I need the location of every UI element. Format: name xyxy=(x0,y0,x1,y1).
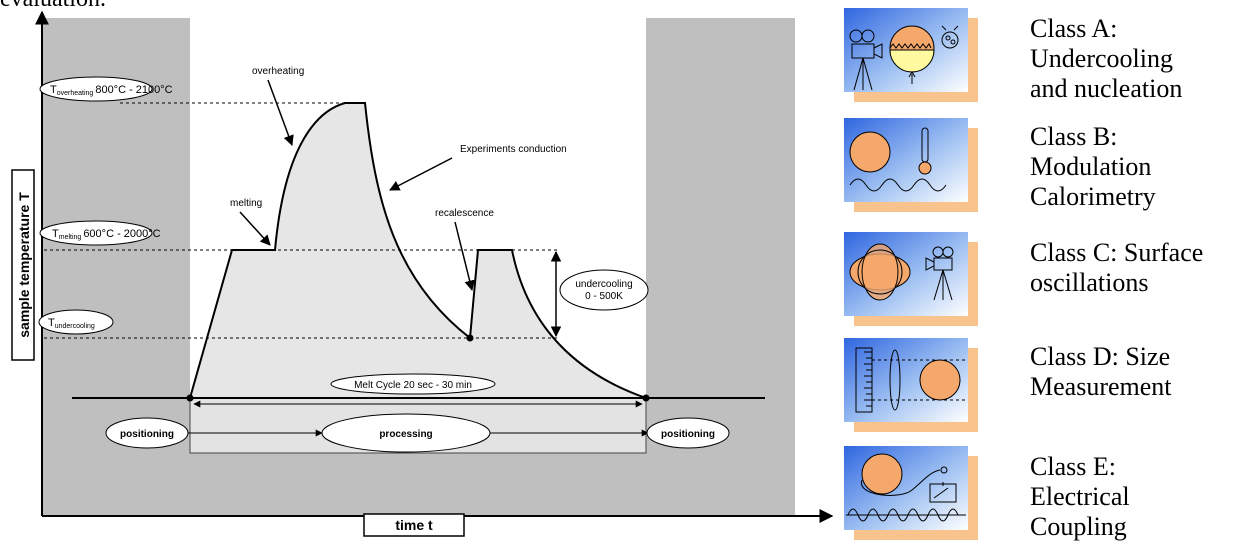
camera-sample-icon xyxy=(849,25,959,91)
class-a-panel xyxy=(844,8,978,102)
positioning-left-label: positioning xyxy=(120,429,174,440)
undercooling-oval xyxy=(559,269,649,311)
coil-coupling-icon xyxy=(846,453,966,522)
positioning-right-label: positioning xyxy=(661,429,715,440)
process-area xyxy=(190,103,646,398)
top-text-fragment: evaluation. xyxy=(0,0,106,13)
experiments-arrow xyxy=(389,157,453,191)
overheating-arrow xyxy=(267,79,294,146)
class-b-panel xyxy=(844,118,978,212)
melt-cycle-label: Melt Cycle 20 sec - 30 min xyxy=(354,380,472,391)
class-e-caption: Class E: Electrical Coupling xyxy=(1030,452,1130,541)
experiments-label: Experiments conduction xyxy=(460,144,567,155)
undercooling-text-2: 0 - 500K xyxy=(585,291,623,302)
recalescence-arrow xyxy=(454,221,475,292)
melting-arrow xyxy=(239,211,271,246)
undercooling-text-1: undercooling xyxy=(575,279,632,290)
class-a-caption: Class A: Undercooling and nucleation xyxy=(1030,14,1183,103)
class-c-panel xyxy=(844,232,978,326)
y-axis-label: sample temperature T xyxy=(16,192,32,338)
melt-cycle-oval xyxy=(330,373,496,395)
class-d-caption: Class D: Size Measurement xyxy=(1030,342,1172,401)
t-overheating-oval xyxy=(39,76,153,102)
processing-oval xyxy=(321,413,491,453)
x-axis-label: time t xyxy=(395,517,433,533)
recalescence-label: recalescence xyxy=(435,208,494,219)
t-melting-oval xyxy=(39,220,153,246)
ruler-lens-icon xyxy=(855,347,968,413)
end-point xyxy=(642,394,650,402)
class-b-caption: Class B: Modulation Calorimetry xyxy=(1030,122,1156,211)
class-d-panel xyxy=(844,338,978,432)
oscillating-drop-icon xyxy=(849,243,954,301)
class-c-caption: Class C: Surface oscillations xyxy=(1030,238,1204,297)
overheating-label: overheating xyxy=(252,66,304,77)
y-axis-label-box xyxy=(11,169,35,361)
class-e-panel xyxy=(844,446,978,540)
t-undercooling-oval xyxy=(38,309,114,335)
t-undercooling-label: Tundercooling xyxy=(48,317,95,330)
positioning-left-oval xyxy=(105,417,189,449)
x-axis-label-box xyxy=(363,513,465,537)
positioning-right-oval xyxy=(646,417,730,449)
melting-label: melting xyxy=(230,198,262,209)
processing-label: processing xyxy=(379,429,432,440)
start-point xyxy=(186,394,194,402)
thermometer-wave-icon xyxy=(849,127,947,192)
